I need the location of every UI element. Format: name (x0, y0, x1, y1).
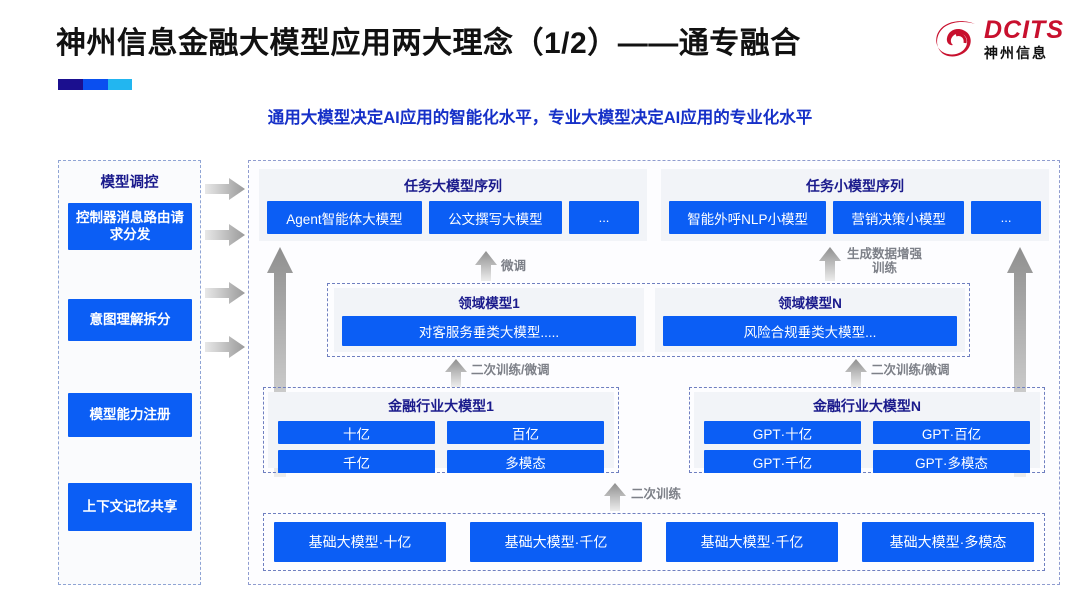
industry-n-box-gpt-qianyi[interactable]: GPT·千亿 (704, 450, 861, 473)
flow-label-data-augmentation-line2: 训练 (872, 261, 898, 276)
arrow-up-icon-finetune (475, 251, 497, 281)
arrow-right-icon-3 (205, 282, 245, 304)
arrow-up-icon-retrain-left (445, 359, 467, 387)
flow-label-retrain-finetune-right: 二次训练/微调 (871, 363, 950, 377)
task-box-more[interactable]: ... (569, 201, 639, 234)
flow-label-retrain-finetune-left: 二次训练/微调 (471, 363, 550, 377)
arrow-up-icon-data-augmentation (819, 247, 841, 281)
domain-model-1-cell: 领域模型1 对客服务垂类大模型..... (334, 288, 644, 352)
flow-label-retrain: 二次训练 (631, 487, 682, 501)
domain-model-n-box[interactable]: 风险合规垂类大模型... (663, 316, 957, 346)
control-column-title: 模型调控 (100, 175, 159, 191)
dcits-swirl-icon (936, 21, 975, 57)
accent-segment-navy (58, 79, 84, 90)
arrow-right-icon-1 (205, 178, 245, 200)
industry-n-box-gpt-baiyi[interactable]: GPT·百亿 (873, 421, 1030, 444)
foundation-box-shiyi[interactable]: 基础大模型·十亿 (274, 522, 446, 562)
industry-model-1-inner: 金融行业大模型1 十亿 百亿 千亿 多模态 (268, 392, 614, 473)
domain-model-band: 领域模型1 对客服务垂类大模型..... 领域模型N 风险合规垂类大模型... (327, 283, 970, 357)
industry-model-n-title: 金融行业大模型N (812, 398, 922, 414)
industry-model-n-inner: 金融行业大模型N GPT·十亿 GPT·百亿 GPT·千亿 GPT·多模态 (694, 392, 1040, 473)
task-large-model-sequence-title: 任务大模型序列 (404, 178, 502, 194)
task-small-model-sequence-title: 任务小模型序列 (806, 178, 904, 194)
foundation-box-qianyi-2[interactable]: 基础大模型·千亿 (666, 522, 838, 562)
control-item-context[interactable]: 上下文记忆共享 (68, 483, 192, 531)
industry-n-box-gpt-shiyi[interactable]: GPT·十亿 (704, 421, 861, 444)
accent-segment-blue (83, 79, 108, 90)
foundation-model-band: 基础大模型·十亿 基础大模型·千亿 基础大模型·千亿 基础大模型·多模态 (263, 513, 1045, 571)
slide-subtitle: 通用大模型决定AI应用的智能化水平，专业大模型决定AI应用的专业化水平 (267, 109, 813, 127)
industry-1-box-shiyi[interactable]: 十亿 (278, 421, 435, 444)
accent-segment-cyan (107, 79, 132, 90)
task-large-model-sequence-panel: 任务大模型序列 Agent智能体大模型 公文撰写大模型 ... (259, 169, 647, 241)
foundation-model-row: 基础大模型·十亿 基础大模型·千亿 基础大模型·千亿 基础大模型·多模态 (274, 522, 1034, 562)
logo-wordmark: DCITS 神州信息 (984, 16, 1064, 61)
industry-model-n-band: 金融行业大模型N GPT·十亿 GPT·百亿 GPT·千亿 GPT·多模态 (689, 387, 1045, 473)
flow-label-data-augmentation-line1: 生成数据增强 (847, 247, 923, 261)
industry-1-box-qianyi[interactable]: 千亿 (278, 450, 435, 473)
title-accent-bar (58, 79, 132, 90)
industry-model-1-title: 金融行业大模型1 (388, 398, 494, 414)
logo-en-text: DCITS (984, 16, 1064, 44)
task-small-model-box-row: 智能外呼NLP小模型 营销决策小模型 ... (669, 201, 1042, 234)
industry-1-box-multimodal[interactable]: 多模态 (447, 450, 604, 473)
industry-1-box-baiyi[interactable]: 百亿 (447, 421, 604, 444)
industry-model-1-band: 金融行业大模型1 十亿 百亿 千亿 多模态 (263, 387, 619, 473)
logo-cn-text: 神州信息 (984, 45, 1048, 61)
domain-model-n-cell: 领域模型N 风险合规垂类大模型... (655, 288, 965, 352)
arrow-up-icon-retrain-foundation (604, 483, 626, 511)
page-title: 神州信息金融大模型应用两大理念（1/2）——通专融合 (56, 27, 801, 60)
task-box-agent[interactable]: Agent智能体大模型 (267, 201, 422, 234)
arrow-right-icon-4 (205, 336, 245, 358)
control-item-router[interactable]: 控制器消息路由请求分发 (68, 203, 192, 250)
flow-label-data-augmentation: 生成数据增强 训练 (847, 247, 922, 276)
arrow-up-icon-left-tall (267, 247, 293, 477)
arrow-right-icon-2 (205, 224, 245, 246)
industry-model-1-grid: 十亿 百亿 千亿 多模态 (278, 421, 604, 473)
task-large-model-box-row: Agent智能体大模型 公文撰写大模型 ... (267, 201, 639, 234)
foundation-box-multimodal[interactable]: 基础大模型·多模态 (862, 522, 1034, 562)
task-small-model-sequence-panel: 任务小模型序列 智能外呼NLP小模型 营销决策小模型 ... (661, 169, 1049, 241)
arrow-up-icon-retrain-right (845, 359, 867, 387)
task-box-marketing-decision[interactable]: 营销决策小模型 (833, 201, 965, 234)
industry-n-box-gpt-multimodal[interactable]: GPT·多模态 (873, 450, 1030, 473)
task-box-document-writing[interactable]: 公文撰写大模型 (428, 201, 562, 234)
dcits-logo: DCITS 神州信息 (934, 18, 1064, 60)
foundation-box-qianyi-1[interactable]: 基础大模型·千亿 (470, 522, 642, 562)
control-item-intent[interactable]: 意图理解拆分 (68, 299, 192, 341)
task-box-more-small[interactable]: ... (971, 201, 1042, 234)
architecture-frame: 任务大模型序列 Agent智能体大模型 公文撰写大模型 ... 任务小模型序列 … (248, 160, 1060, 585)
domain-model-1-title: 领域模型1 (458, 296, 520, 311)
task-box-outbound-nlp[interactable]: 智能外呼NLP小模型 (669, 201, 827, 234)
control-column: 模型调控 控制器消息路由请求分发 意图理解拆分 模型能力注册 上下文记忆共享 (58, 160, 201, 585)
domain-model-1-box[interactable]: 对客服务垂类大模型..... (342, 316, 636, 346)
control-item-registry[interactable]: 模型能力注册 (68, 393, 192, 437)
industry-model-n-grid: GPT·十亿 GPT·百亿 GPT·千亿 GPT·多模态 (704, 421, 1030, 473)
domain-model-n-title: 领域模型N (778, 296, 842, 311)
flow-label-finetune: 微调 (501, 259, 527, 273)
arrow-up-icon-right-tall (1007, 247, 1033, 477)
